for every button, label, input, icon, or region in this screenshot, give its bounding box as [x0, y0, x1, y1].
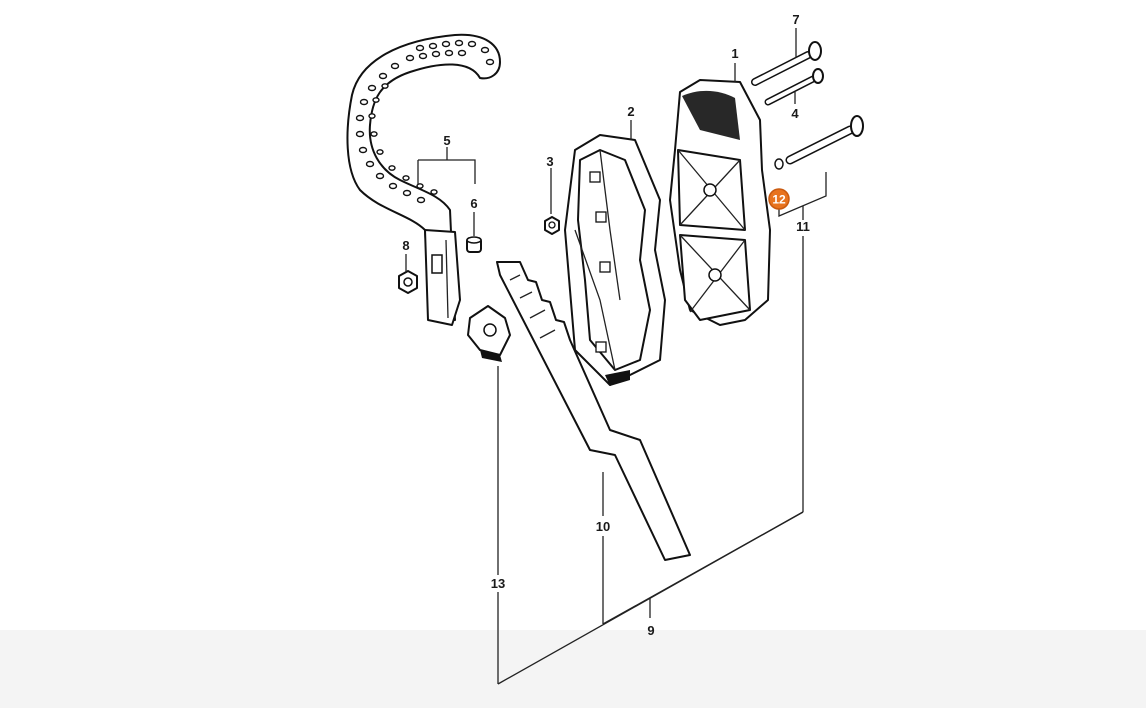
- callout-6[interactable]: 6: [470, 196, 477, 211]
- toothed-rail-part[interactable]: [496, 261, 691, 561]
- front-housing-part-2[interactable]: [564, 134, 666, 386]
- rear-housing-part-1[interactable]: [669, 79, 771, 326]
- handle-perforations: [355, 39, 495, 204]
- callout-9[interactable]: 9: [647, 623, 654, 638]
- bolt-part-11[interactable]: [785, 115, 864, 165]
- background-band: [0, 630, 1146, 708]
- o-ring-part-12[interactable]: [774, 158, 784, 170]
- callout-2[interactable]: 2: [627, 104, 634, 119]
- screw-part-7[interactable]: [751, 41, 822, 86]
- callout-7[interactable]: 7: [792, 12, 799, 27]
- handle-part[interactable]: [346, 33, 501, 326]
- callout-12-highlight[interactable]: 12: [768, 188, 790, 210]
- callout-8[interactable]: 8: [402, 238, 409, 253]
- hex-nut-part-8[interactable]: [398, 270, 418, 294]
- callout-10[interactable]: 10: [596, 519, 610, 534]
- callout-4[interactable]: 4: [791, 106, 799, 121]
- callout-labels: 1 2 3 4 5 6 7 8 9 10 11 13: [402, 12, 809, 638]
- star-knob-part[interactable]: [467, 305, 511, 362]
- callout-3[interactable]: 3: [546, 154, 553, 169]
- sleeve-part[interactable]: [466, 236, 482, 253]
- screw-part-4[interactable]: [764, 68, 824, 106]
- small-nut-part-3[interactable]: [544, 216, 560, 235]
- callout-11[interactable]: 11: [796, 219, 810, 234]
- callout-1[interactable]: 1: [731, 46, 738, 61]
- highlight-badge: [768, 188, 790, 210]
- callout-5[interactable]: 5: [443, 133, 450, 148]
- callout-13[interactable]: 13: [491, 576, 505, 591]
- callout-12[interactable]: 12: [772, 193, 786, 207]
- leader-lines: [405, 28, 827, 685]
